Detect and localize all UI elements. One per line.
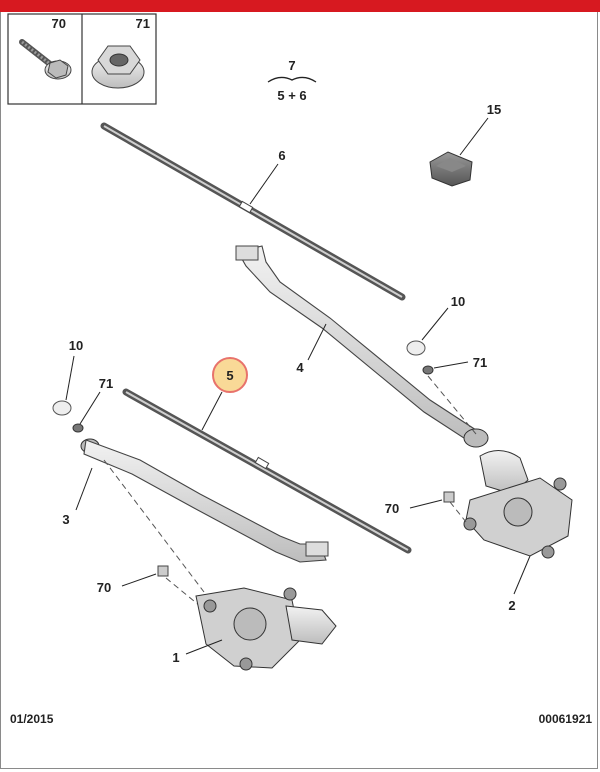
part-6-wiper-blade: 6	[100, 122, 406, 301]
callout-71-left: 71	[99, 376, 113, 391]
part-1-wiper-motor: 1	[172, 587, 337, 671]
top-red-bar	[0, 0, 600, 12]
callout-10-left: 10	[69, 338, 83, 353]
highlight-marker	[212, 357, 248, 393]
header-label-71: 71	[136, 16, 150, 31]
footer-doc-number: 00061921	[538, 712, 592, 726]
diagram-frame	[0, 12, 598, 769]
left-cap-and-nut: 10 71	[52, 338, 113, 433]
right-cap-and-nut: 10 71	[406, 294, 487, 435]
part-2-wiper-motor: 2	[463, 450, 573, 613]
group-label-number: 7	[288, 58, 295, 73]
callout-15: 15	[487, 102, 501, 117]
callout-2: 2	[508, 598, 515, 613]
part-5-wiper-blade: 5	[122, 357, 412, 554]
header-label-70: 70	[52, 16, 66, 31]
group-label: 7 5 + 6	[267, 58, 317, 103]
callout-70-right: 70	[385, 501, 399, 516]
flange-nut-icon	[91, 45, 145, 89]
group-label-formula: 5 + 6	[277, 88, 306, 103]
callout-6: 6	[278, 148, 285, 163]
right-bolt-70: 70	[385, 491, 467, 523]
callout-71-right: 71	[473, 355, 487, 370]
bolt-icon	[19, 39, 72, 80]
callout-70-left: 70	[97, 580, 111, 595]
callout-5: 5	[226, 368, 233, 383]
part-15-clip: 15	[429, 102, 501, 187]
part-3-wiper-arm: 3	[62, 438, 329, 593]
callout-1: 1	[172, 650, 179, 665]
callout-10-right: 10	[451, 294, 465, 309]
callout-4: 4	[296, 360, 304, 375]
callout-3: 3	[62, 512, 69, 527]
part-4-wiper-arm: 4	[235, 245, 489, 448]
left-bolt-70: 70	[97, 565, 201, 607]
header-parts-box: 70 71	[7, 13, 157, 105]
footer-date: 01/2015	[10, 712, 54, 726]
